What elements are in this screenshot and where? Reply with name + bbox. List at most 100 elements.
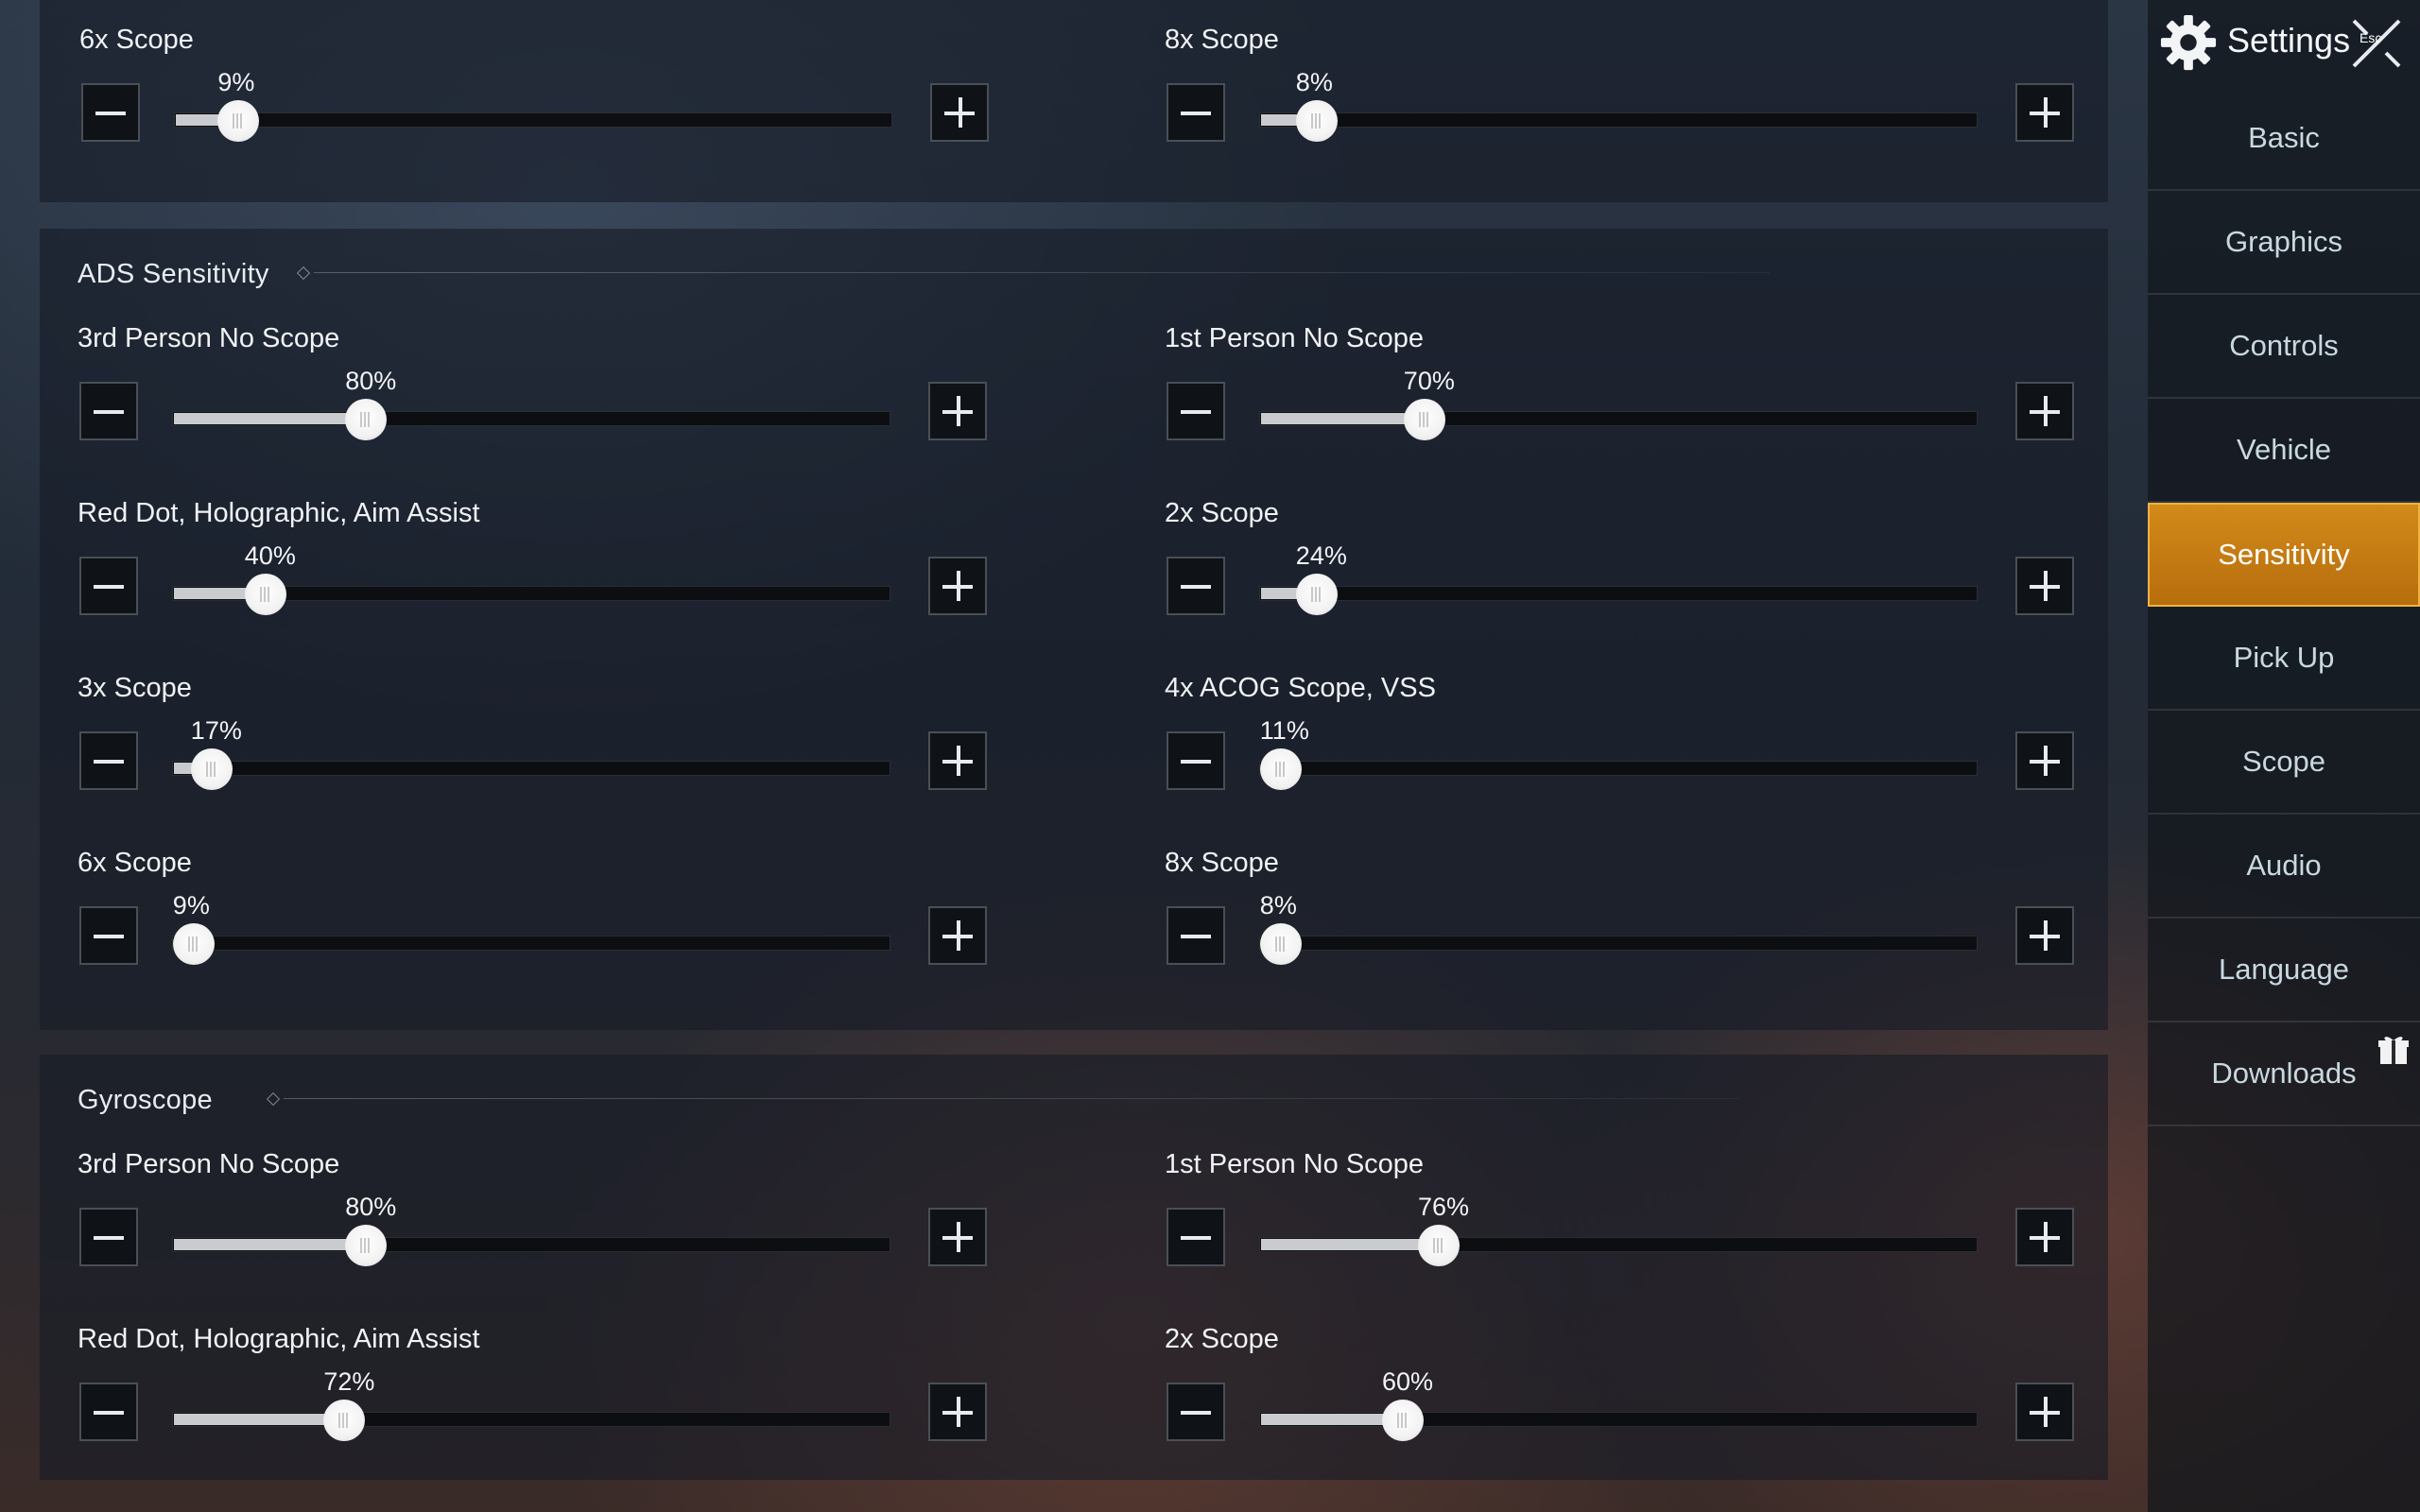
sidebar-item-sensitivity[interactable]: Sensitivity — [2148, 503, 2420, 607]
decrease-button[interactable] — [79, 906, 138, 965]
slider-fill — [174, 413, 368, 424]
slider-value: 11% — [1259, 716, 1309, 745]
row-label: 6x Scope — [79, 25, 194, 55]
close-icon[interactable] — [2348, 15, 2405, 72]
decrease-button[interactable] — [1167, 382, 1225, 440]
increase-button[interactable] — [2015, 83, 2074, 142]
settings-title: Settings — [2227, 21, 2351, 60]
increase-button[interactable] — [2015, 906, 2074, 965]
row-label: Red Dot, Holographic, Aim Assist — [78, 498, 480, 528]
slider-fill — [1261, 1414, 1404, 1425]
increase-button[interactable] — [928, 906, 987, 965]
row-label: 3rd Person No Scope — [78, 1149, 340, 1179]
sensitivity-slider[interactable]: 8% — [1259, 68, 1978, 142]
sensitivity-slider[interactable]: 60% — [1259, 1367, 1978, 1441]
scope-sensitivity-panel-top: 6x Scope 9% 8x Scope 8% — [40, 0, 2108, 202]
slider-value: 70% — [1403, 367, 1455, 395]
decrease-button[interactable] — [79, 1383, 138, 1441]
section-title: ADS Sensitivity — [78, 258, 269, 289]
slider-value: 24% — [1295, 541, 1347, 570]
increase-button[interactable] — [2015, 1383, 2074, 1441]
sensitivity-slider[interactable]: 8% — [1259, 891, 1978, 965]
sidebar-item-scope[interactable]: Scope — [2148, 711, 2420, 815]
increase-button[interactable] — [2015, 557, 2074, 615]
decrease-button[interactable] — [1167, 83, 1225, 142]
decrease-button[interactable] — [1167, 1383, 1225, 1441]
increase-button[interactable] — [928, 557, 987, 615]
slider-row: 3rd Person No Scope 80% — [78, 1149, 987, 1300]
slider-thumb[interactable] — [345, 399, 388, 440]
slider-row-8x-scope: 8x Scope 8% — [1165, 25, 2074, 176]
slider-thumb[interactable] — [190, 748, 233, 790]
decrease-button[interactable] — [1167, 1208, 1225, 1266]
sidebar-item-vehicle[interactable]: Vehicle — [2148, 399, 2420, 503]
slider-thumb[interactable] — [1295, 100, 1338, 142]
decrease-button[interactable] — [81, 83, 140, 142]
slider-thumb[interactable] — [1259, 748, 1302, 790]
sidebar-item-downloads[interactable]: Downloads — [2148, 1022, 2420, 1126]
gift-icon[interactable] — [2377, 1032, 2411, 1066]
sidebar-item-language[interactable]: Language — [2148, 919, 2420, 1022]
slider-fill — [1261, 413, 1426, 424]
sensitivity-slider[interactable]: 40% — [172, 541, 890, 615]
slider-track — [172, 411, 890, 426]
sensitivity-slider[interactable]: 80% — [172, 1193, 890, 1266]
row-label: 2x Scope — [1165, 1324, 1279, 1354]
decrease-button[interactable] — [79, 731, 138, 790]
slider-thumb[interactable] — [217, 100, 260, 142]
increase-button[interactable] — [2015, 731, 2074, 790]
slider-value: 72% — [323, 1367, 375, 1396]
sensitivity-slider[interactable]: 11% — [1259, 716, 1978, 790]
slider-value: 17% — [190, 716, 242, 745]
sensitivity-slider[interactable]: 9% — [174, 68, 892, 142]
slider-fill — [174, 1414, 346, 1425]
increase-button[interactable] — [2015, 1208, 2074, 1266]
sensitivity-slider[interactable]: 24% — [1259, 541, 1978, 615]
row-label: 6x Scope — [78, 848, 192, 878]
sensitivity-slider[interactable]: 70% — [1259, 367, 1978, 440]
sidebar-item-graphics[interactable]: Graphics — [2148, 191, 2420, 295]
slider-thumb[interactable] — [1418, 1225, 1460, 1266]
decrease-button[interactable] — [1167, 557, 1225, 615]
sensitivity-slider[interactable]: 76% — [1259, 1193, 1978, 1266]
decrease-button[interactable] — [1167, 906, 1225, 965]
slider-thumb[interactable] — [1259, 923, 1302, 965]
increase-button[interactable] — [928, 731, 987, 790]
sensitivity-slider[interactable]: 17% — [172, 716, 890, 790]
decrease-button[interactable] — [79, 1208, 138, 1266]
slider-value: 8% — [1295, 68, 1333, 96]
row-label: 3rd Person No Scope — [78, 323, 340, 353]
increase-button[interactable] — [928, 382, 987, 440]
slider-track — [172, 1412, 890, 1427]
sensitivity-slider[interactable]: 9% — [172, 891, 890, 965]
sensitivity-slider[interactable]: 80% — [172, 367, 890, 440]
sidebar-item-audio[interactable]: Audio — [2148, 815, 2420, 919]
sidebar-item-controls[interactable]: Controls — [2148, 295, 2420, 399]
slider-thumb[interactable] — [323, 1400, 366, 1441]
decrease-button[interactable] — [79, 382, 138, 440]
sensitivity-slider[interactable]: 72% — [172, 1367, 890, 1441]
slider-thumb[interactable] — [1295, 574, 1338, 615]
slider-thumb[interactable] — [1403, 399, 1445, 440]
slider-value: 9% — [217, 68, 255, 96]
slider-track — [1259, 411, 1978, 426]
slider-thumb[interactable] — [244, 574, 286, 615]
slider-thumb[interactable] — [1382, 1400, 1424, 1441]
increase-button[interactable] — [928, 1383, 987, 1441]
decrease-button[interactable] — [79, 557, 138, 615]
slider-track — [172, 586, 890, 601]
slider-thumb[interactable] — [172, 923, 215, 965]
diamond-icon — [266, 1091, 281, 1107]
increase-button[interactable] — [2015, 382, 2074, 440]
decrease-button[interactable] — [1167, 731, 1225, 790]
slider-value: 80% — [345, 367, 397, 395]
increase-button[interactable] — [928, 1208, 987, 1266]
increase-button[interactable] — [930, 83, 989, 142]
slider-track — [172, 1237, 890, 1252]
sidebar-item-pick-up[interactable]: Pick Up — [2148, 607, 2420, 711]
slider-thumb[interactable] — [345, 1225, 388, 1266]
sidebar-item-basic[interactable]: Basic — [2148, 87, 2420, 191]
